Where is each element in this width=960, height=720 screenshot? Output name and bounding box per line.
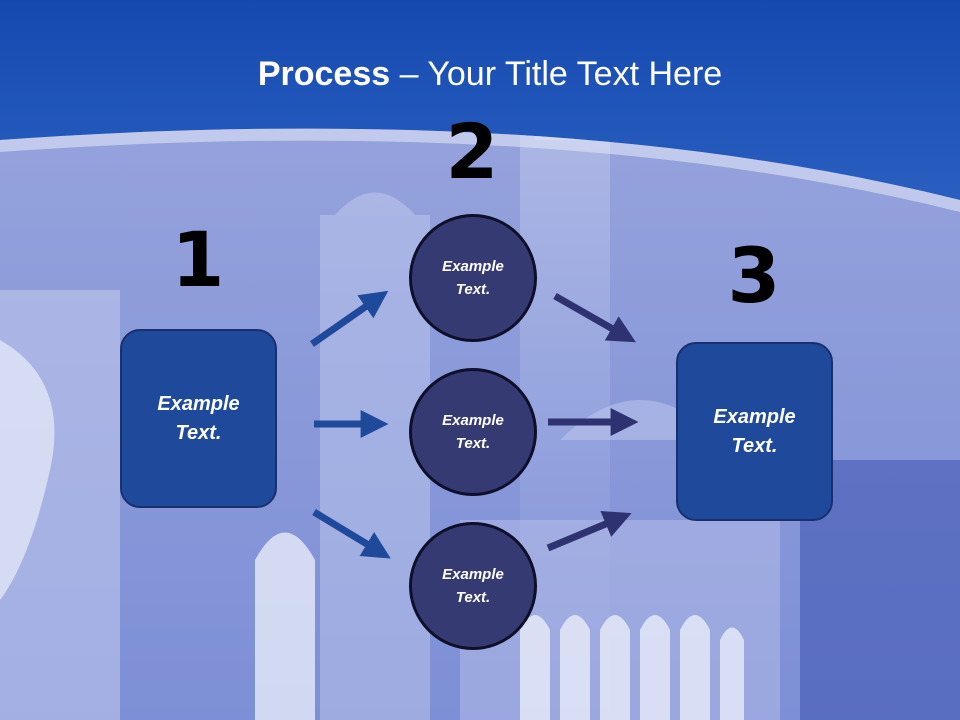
step-2-number: 2 — [445, 107, 499, 196]
step-2-circle-1: Example Text. — [409, 214, 537, 342]
step-1-text: Example Text. — [157, 392, 240, 444]
step-2-circle-3: Example Text. — [409, 522, 537, 650]
step-3-box: Example Text. — [676, 342, 833, 521]
step-2-circle-1-text: Example Text. — [442, 258, 504, 298]
title-rest: – Your Title Text Here — [390, 55, 723, 93]
slide-title: Process – Your Title Text Here — [0, 52, 960, 96]
title-bold: Process — [257, 55, 391, 93]
step-1-number: 1 — [171, 215, 225, 304]
step-1-box: Example Text. — [120, 329, 277, 508]
step-2-circle-2-text: Example Text. — [442, 412, 504, 452]
step-2-circle-2: Example Text. — [409, 368, 537, 496]
step-3-number: 3 — [727, 231, 781, 320]
step-3-text: Example Text. — [713, 405, 796, 457]
step-2-circle-3-text: Example Text. — [442, 566, 504, 606]
